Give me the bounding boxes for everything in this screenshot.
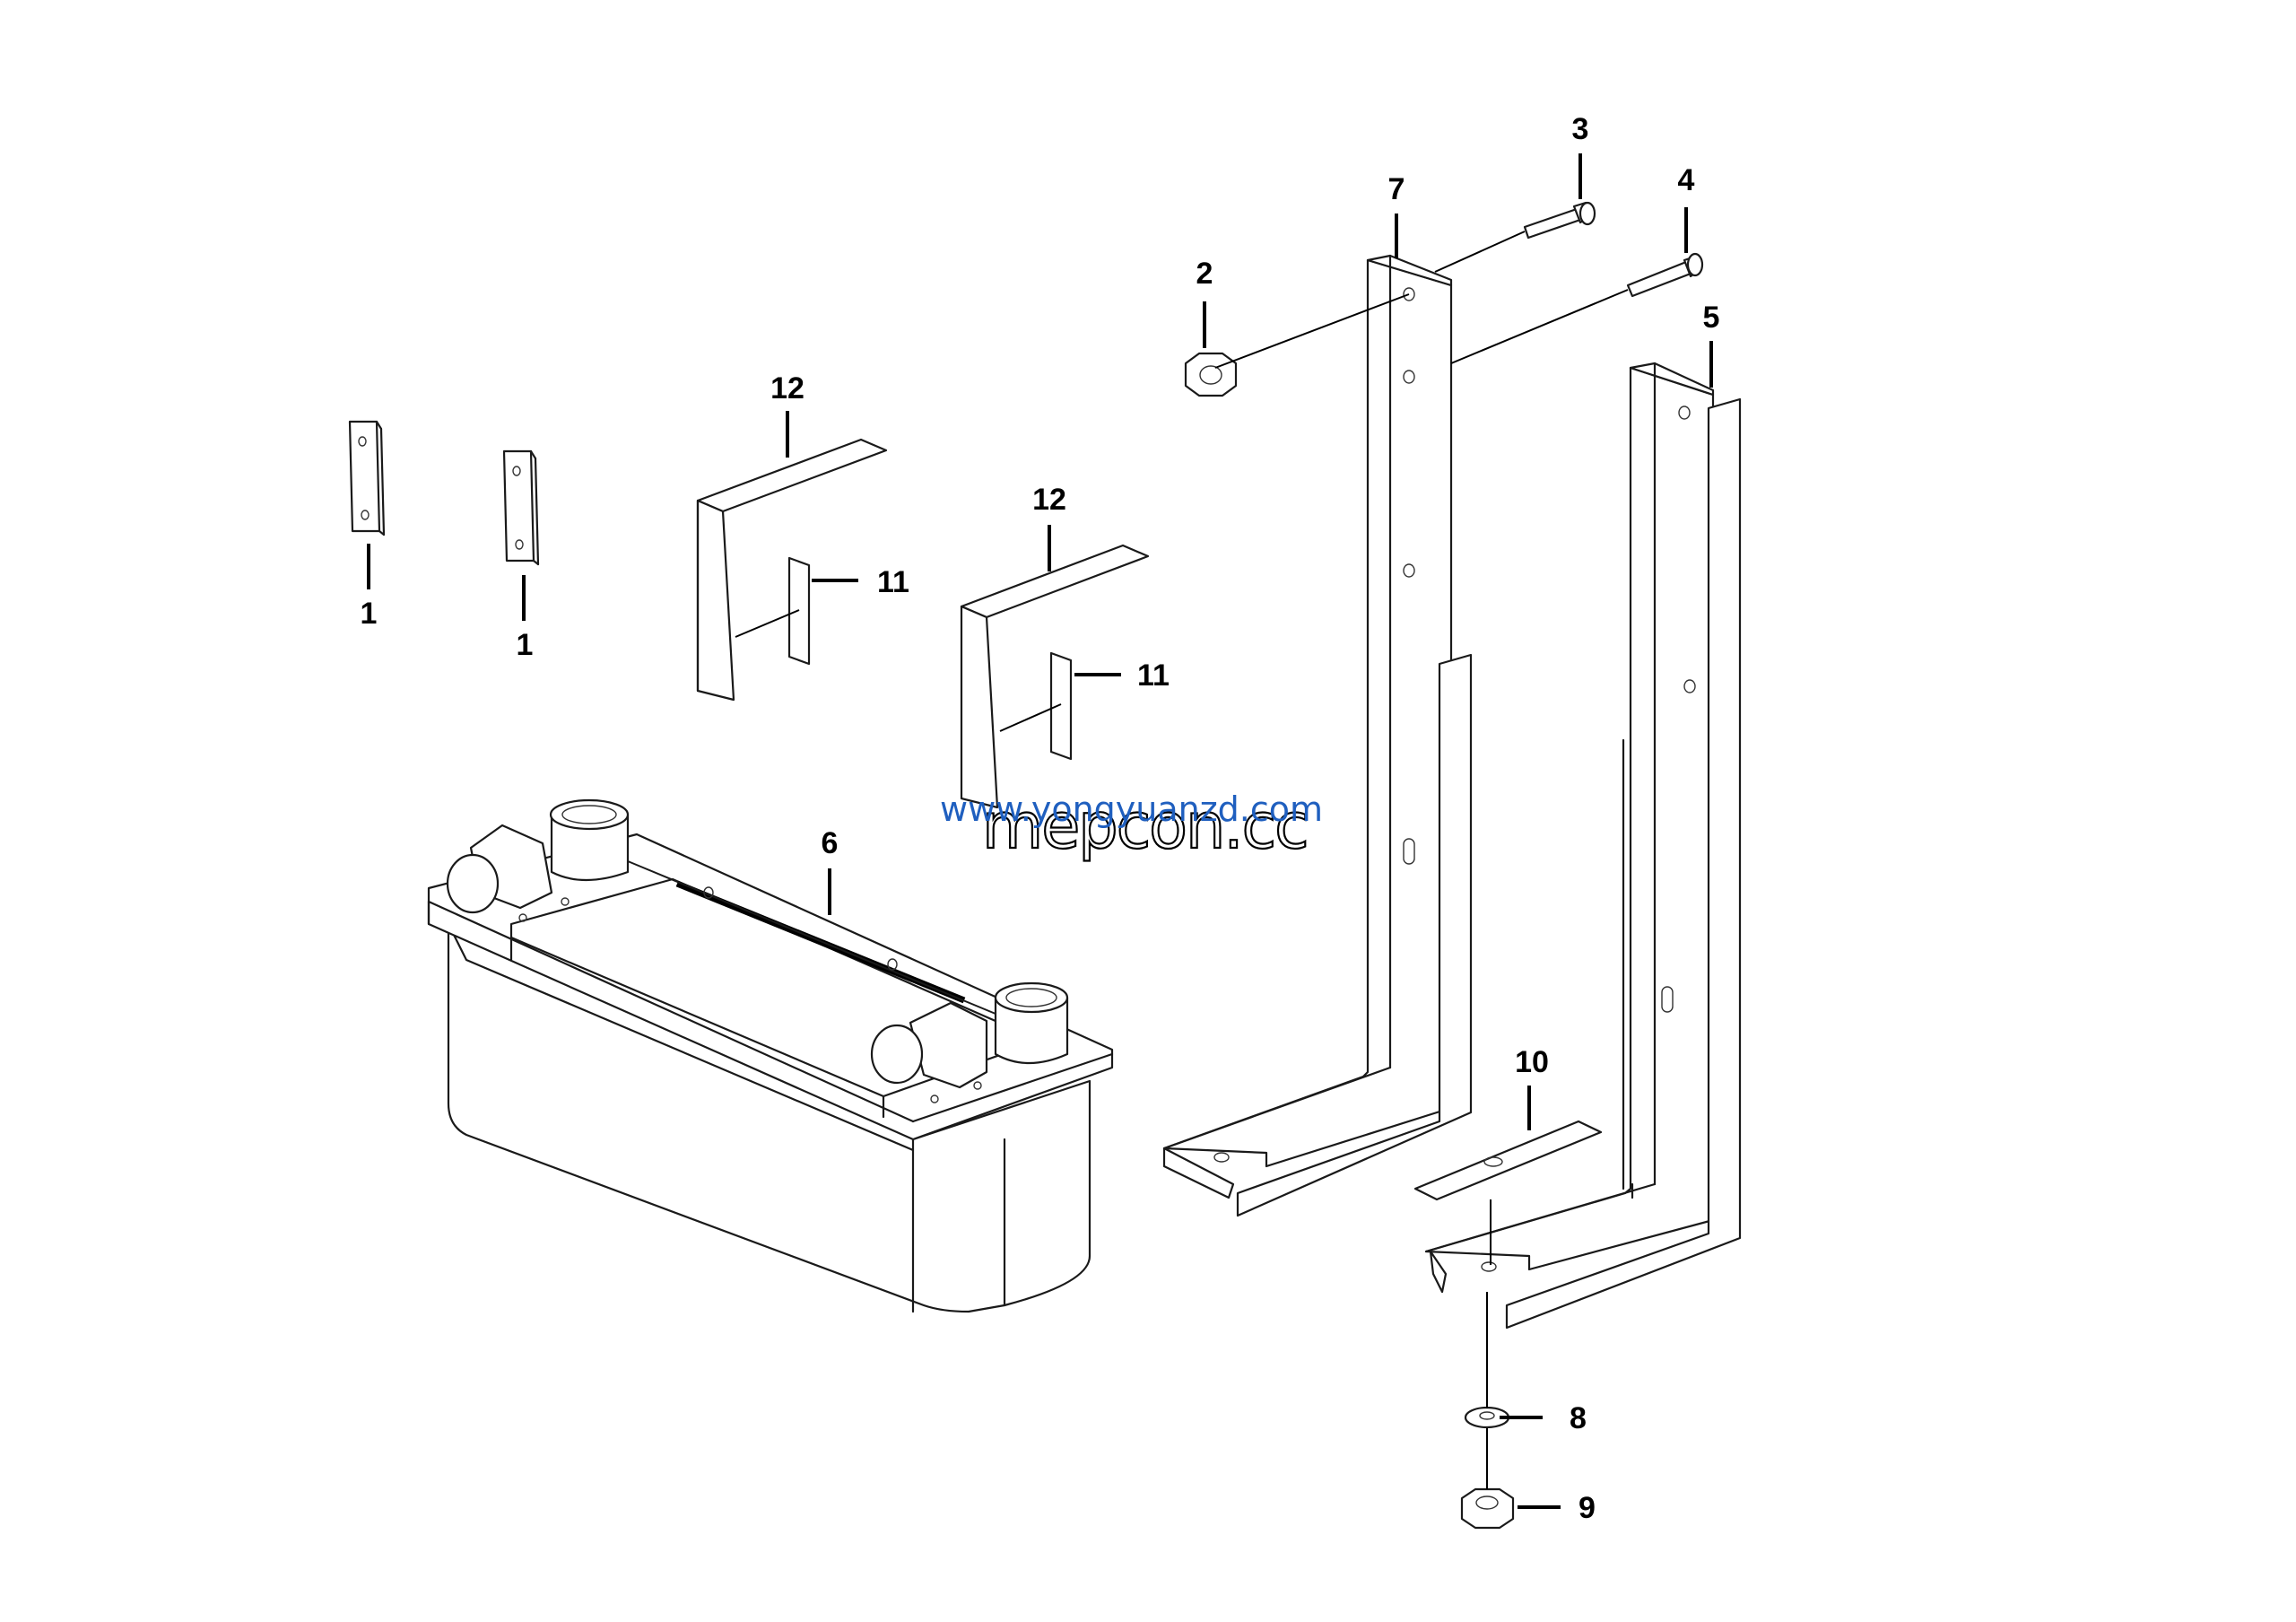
watermark-url: www.yongyuanzd.com — [940, 789, 1323, 829]
callout-12-left: 12 — [770, 371, 804, 406]
part-4-bolt — [1626, 252, 1704, 298]
callout-7: 7 — [1388, 172, 1405, 206]
part-12-bent-bracket-left — [696, 438, 888, 702]
callout-9: 9 — [1578, 1491, 1596, 1525]
part-9-hex-nut — [1460, 1487, 1515, 1530]
part-10-strap — [1413, 1120, 1603, 1201]
part-3-bolt — [1523, 201, 1596, 240]
part-2-hex-nut — [1184, 352, 1238, 397]
part-6-oil-cooler — [427, 798, 1114, 1313]
part-11-shim-left — [735, 556, 811, 666]
callout-10: 10 — [1515, 1045, 1549, 1079]
callout-12-right: 12 — [1032, 483, 1066, 517]
part-12-bent-bracket-right — [960, 544, 1150, 809]
callout-1-left: 1 — [361, 597, 378, 631]
part-1-plate-right — [502, 449, 540, 566]
callout-2: 2 — [1196, 257, 1213, 291]
part-11-shim-right — [999, 651, 1073, 761]
watermark-brand: mepcon.cc — [982, 789, 1308, 863]
part-5-l-bracket — [1424, 362, 1742, 1330]
part-7-l-bracket — [1162, 254, 1473, 1217]
callout-11-right: 11 — [1137, 658, 1170, 693]
callout-3: 3 — [1572, 112, 1589, 146]
part-1-plate-left — [348, 420, 386, 536]
callout-1-right: 1 — [517, 628, 534, 662]
callout-8: 8 — [1570, 1401, 1587, 1435]
assembly-axis-lines — [1214, 231, 1629, 1489]
callout-leaders — [367, 153, 1713, 1509]
callout-5: 5 — [1703, 301, 1720, 335]
callout-6: 6 — [822, 826, 839, 860]
callout-4: 4 — [1678, 163, 1695, 197]
callout-11-left: 11 — [877, 565, 909, 599]
